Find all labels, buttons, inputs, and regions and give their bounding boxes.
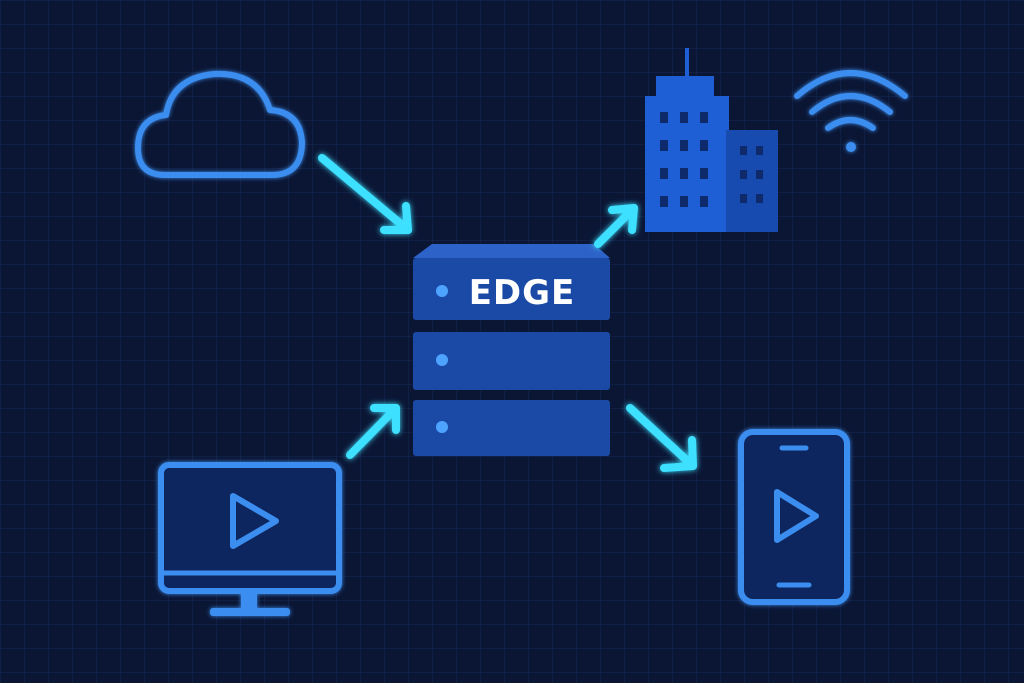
wifi-icon [794, 70, 908, 152]
office-building-icon [645, 48, 778, 232]
monitor-play-icon [158, 462, 342, 616]
arrow-monitor-to-edge [346, 404, 400, 459]
arrow-edge-to-phone [626, 404, 697, 472]
edge-server-node: EDGE [413, 244, 610, 456]
cloud-icon [135, 70, 305, 178]
server-status-light [436, 354, 448, 366]
smartphone-play-icon [738, 429, 850, 605]
arrow-edge-to-buildings [594, 204, 638, 248]
edge-label: EDGE [469, 273, 576, 313]
arrow-cloud-to-edge [318, 154, 412, 234]
server-status-light [436, 421, 448, 433]
server-status-light [436, 285, 448, 297]
